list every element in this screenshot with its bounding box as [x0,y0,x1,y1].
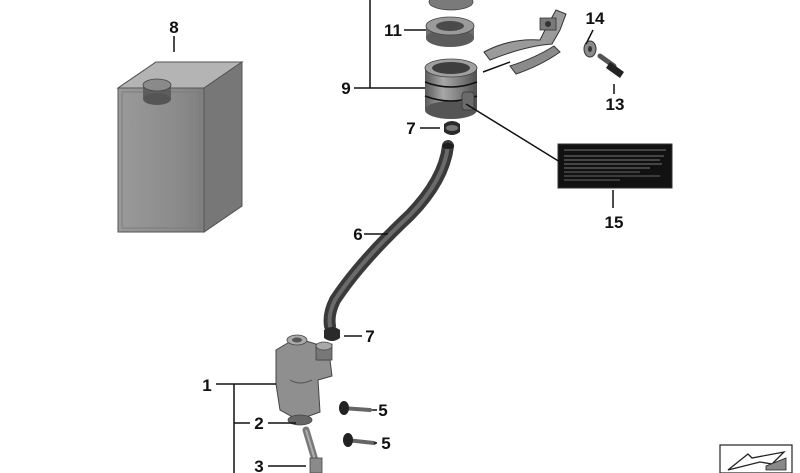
reservoir-bracket-part[interactable] [483,9,567,75]
callout-3: 3 [254,457,263,473]
callout-11: 11 [384,21,402,40]
bolt-part[interactable] [597,53,624,78]
washer-part[interactable] [583,40,597,58]
fluid-container-part[interactable] [116,61,244,233]
callout-15: 15 [605,213,624,232]
information-label-part[interactable] [557,143,673,189]
part-catalog-icon[interactable] [719,444,793,473]
callout-9: 9 [341,79,350,98]
callout-6: 6 [353,225,362,244]
reservoir-cap-part[interactable] [428,0,474,11]
callout-14: 14 [586,9,605,28]
callout-5-lower: 5 [381,434,390,453]
hose-clamp-lower-part[interactable] [324,327,340,341]
reservoir-seal-part[interactable] [425,16,475,47]
callout-7-lower: 7 [365,327,374,346]
hose-part[interactable] [323,140,454,332]
hose-clamp-upper-part[interactable] [444,121,460,135]
callout-5-upper: 5 [378,401,387,420]
master-cylinder-part[interactable] [275,334,333,426]
leader-lines [173,0,615,473]
callout-8: 8 [169,18,178,37]
callout-13: 13 [606,95,625,114]
callout-2: 2 [254,414,263,433]
mounting-bolt-lower-part[interactable] [343,433,376,447]
callout-1: 1 [202,376,211,395]
fluid-reservoir-part[interactable] [424,58,478,119]
mounting-bolt-upper-part[interactable] [339,401,372,415]
callout-7-upper: 7 [406,119,415,138]
pushrod-part[interactable] [302,426,323,473]
